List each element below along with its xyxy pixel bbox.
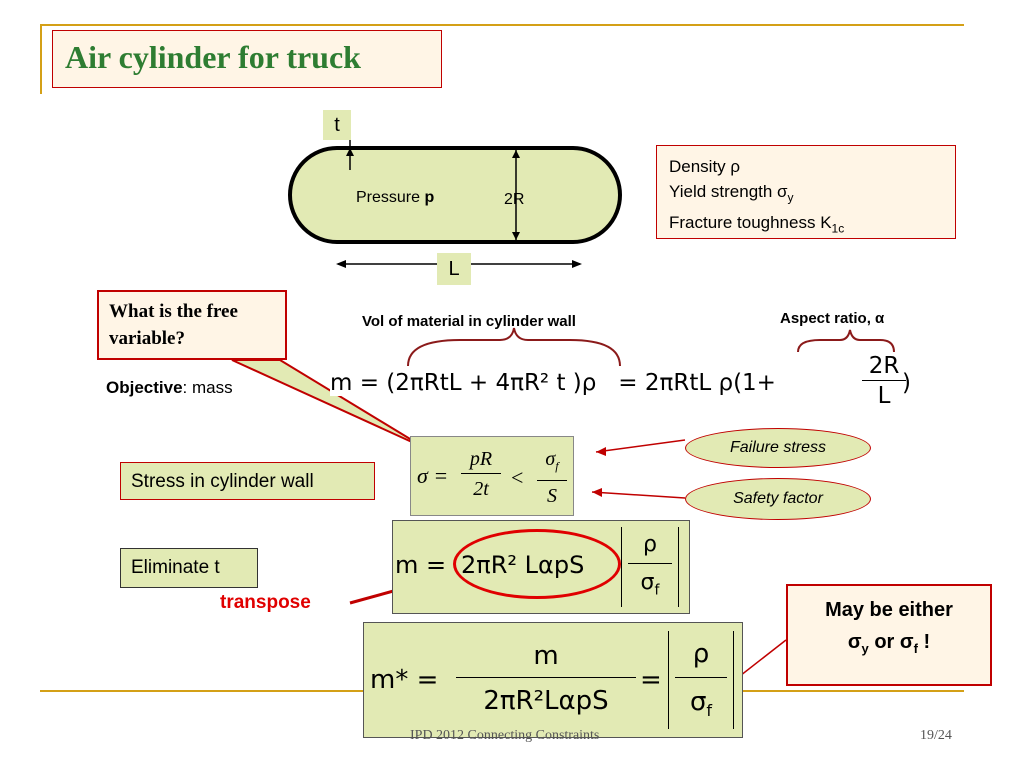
m-star-bracket: ρ σf (668, 631, 734, 729)
stress-fraction: pR 2t (461, 445, 501, 504)
footer-text: IPD 2012 Connecting Constraints (410, 728, 600, 743)
stress-lhs: σ = (417, 463, 449, 488)
density-line: Density ρ (669, 157, 741, 176)
maybe-line2: σy or σf ! (847, 631, 931, 656)
cylinder-body (288, 146, 622, 244)
stress-inequality-box: σ = pR 2t < σf S (410, 436, 574, 516)
top-rule (40, 24, 964, 26)
m-star-fraction: m 2πR²LαpS (456, 635, 636, 724)
length-arrow-right (572, 260, 582, 268)
stress-in-wall-box: Stress in cylinder wall (120, 462, 375, 500)
radius-arrow-bottom (512, 232, 520, 240)
left-rule (40, 24, 42, 94)
fracture-line: Fracture toughness K1c (669, 213, 845, 236)
may-be-either-box: May be either σy or σf ! (786, 584, 992, 686)
yield-line: Yield strength σy (669, 182, 794, 205)
failure-stress-ellipse: Failure stress (685, 428, 871, 468)
radius-label: 2R (504, 191, 525, 208)
length-label: L (448, 258, 460, 280)
thickness-arrow (346, 148, 354, 156)
stress-right-fraction: σf S (537, 445, 567, 511)
objective-label: Objective: mass (106, 378, 233, 397)
cylinder-diagram (288, 140, 622, 268)
m-elim-lhs: m = (395, 551, 454, 579)
m-star-lhs: m* = (370, 665, 439, 695)
title-box: Air cylinder for truck (52, 30, 442, 88)
m-star-box: m* = m 2πR²LαpS = ρ σf (363, 622, 743, 738)
free-variable-callout: What is the free variable? (97, 290, 287, 360)
t-label: t (334, 114, 340, 136)
transpose-label: transpose (220, 592, 311, 613)
aspect-close-paren: ) (902, 370, 911, 396)
mass-equation: m = (2πRtL + 4πR² t )ρ = 2πRtL ρ(1+ (330, 370, 778, 396)
length-label-box: L (437, 253, 471, 285)
t-label-box: t (323, 110, 351, 140)
stress-lt: < (511, 465, 524, 490)
length-arrow-left (336, 260, 346, 268)
safety-factor-ellipse: Safety factor (685, 478, 871, 520)
aspect-ratio-label: Aspect ratio, α (780, 310, 885, 327)
eliminate-t-box: Eliminate t (120, 548, 258, 588)
aspect-fraction: 2R L (862, 352, 906, 411)
maybe-line1: May be either (825, 599, 953, 621)
m-elim-circle (453, 529, 621, 599)
slide-title: Air cylinder for truck (65, 39, 361, 75)
material-properties-box: Density ρ Yield strength σy Fracture tou… (656, 145, 956, 239)
pressure-label: Pressure p (356, 189, 435, 206)
vol-material-label: Vol of material in cylinder wall (362, 313, 576, 330)
radius-arrow-top (512, 150, 520, 158)
m-elim-bracket: ρ σf (621, 527, 679, 607)
m-star-equals: = (640, 665, 662, 695)
m-elim-box: m = 2πR² LαpS ρ σf (392, 520, 690, 614)
page-number: 19/24 (920, 728, 952, 743)
